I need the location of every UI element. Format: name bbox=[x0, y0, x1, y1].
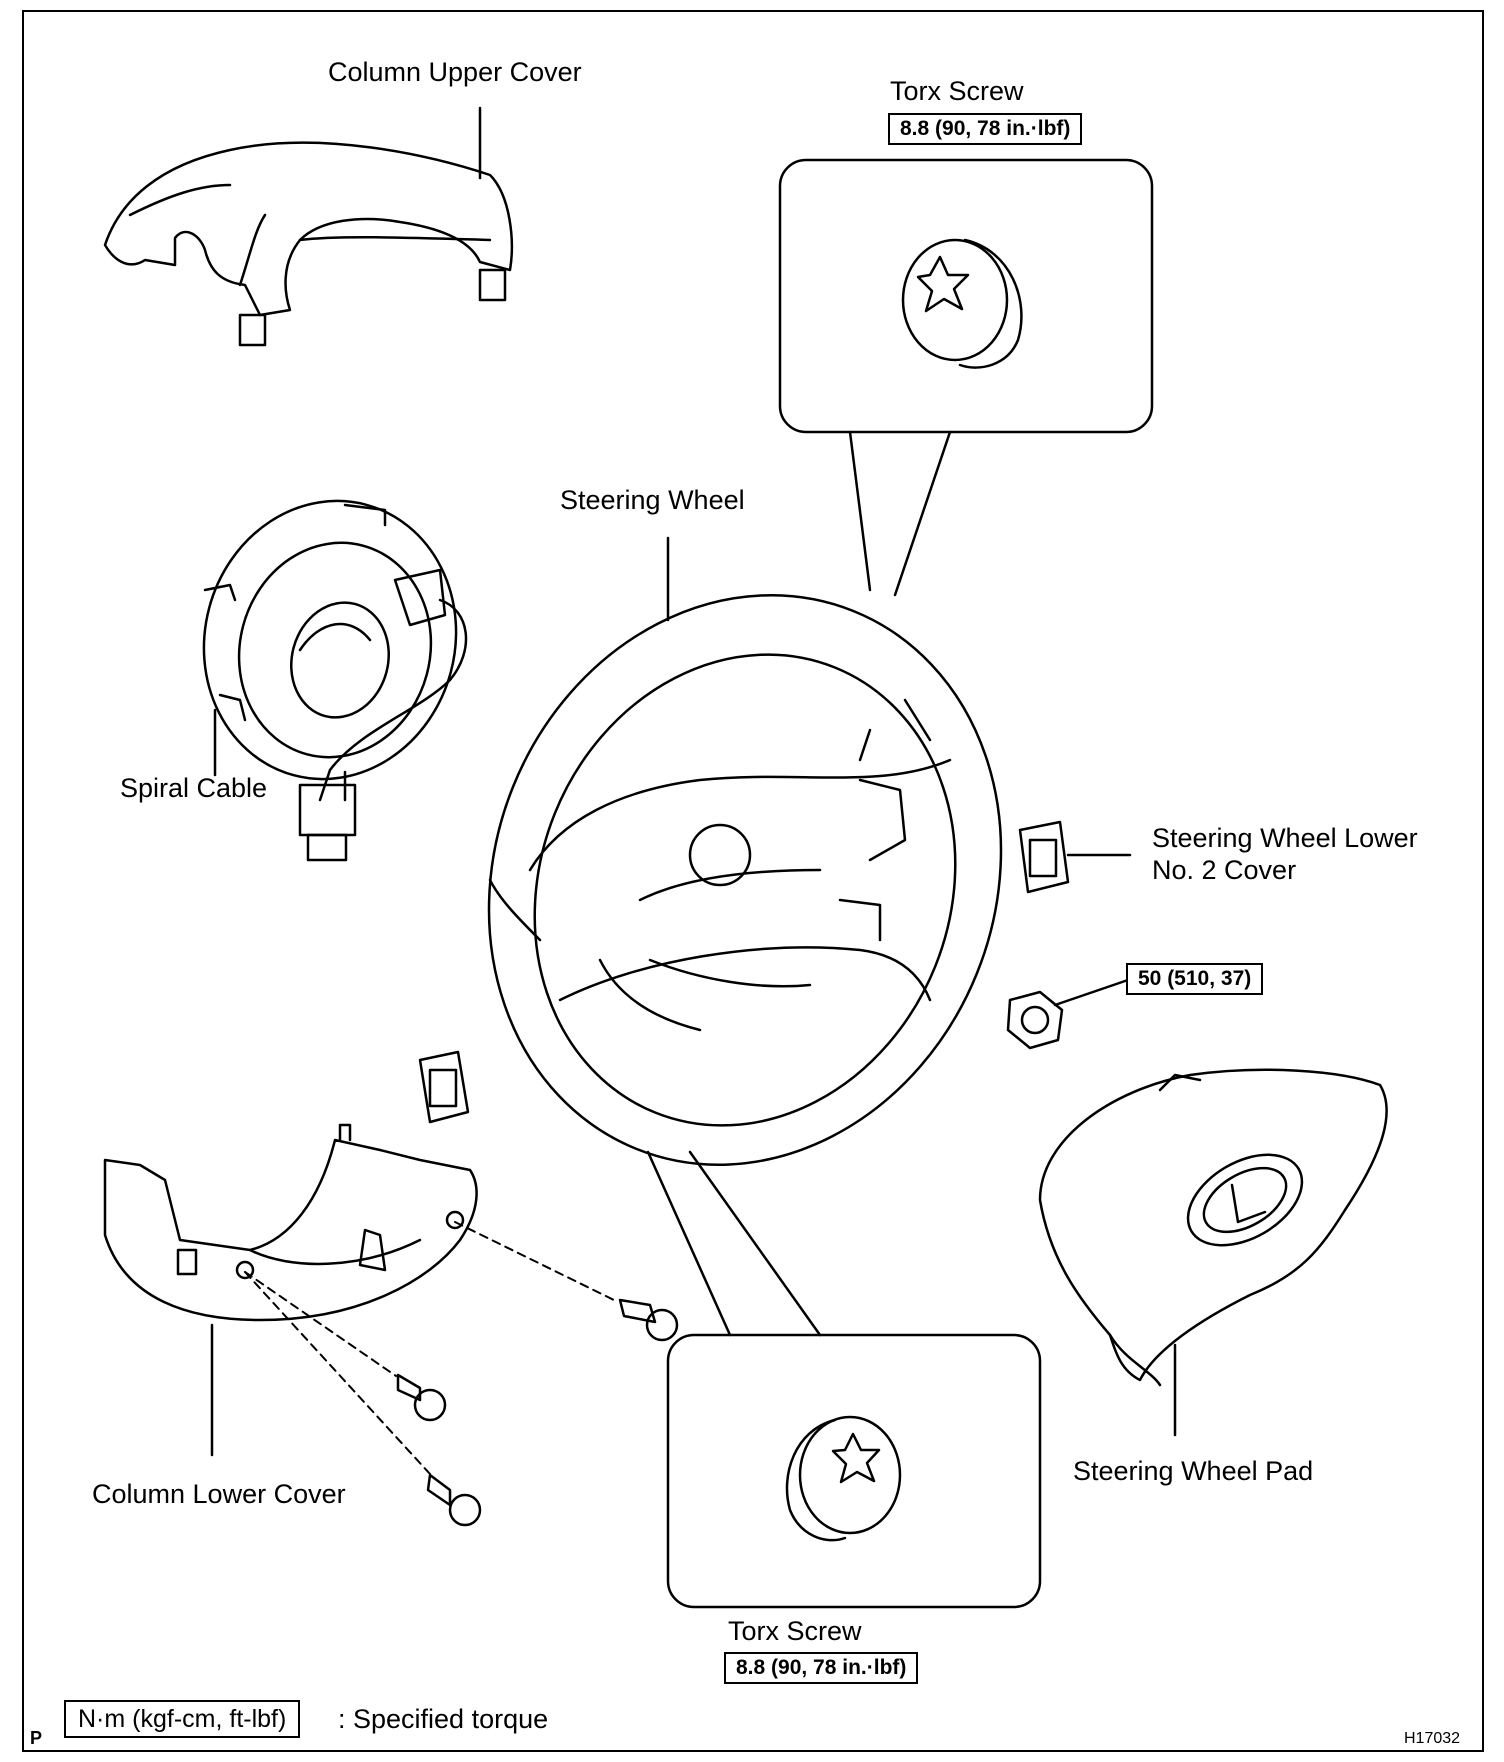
figure-id: H17032 bbox=[1404, 1730, 1461, 1747]
label-lower-no2-cover-line1: Steering Wheel Lower bbox=[1152, 823, 1418, 853]
leader-torx-top bbox=[848, 430, 952, 597]
label-steering-wheel: Steering Wheel bbox=[560, 485, 745, 515]
label-column-lower-cover: Column Lower Cover bbox=[92, 1479, 346, 1509]
label-lower-no2-cover-line2: No. 2 Cover bbox=[1152, 855, 1297, 885]
steering-wheel-pad bbox=[1038, 1068, 1388, 1387]
lower-no2-cover-right bbox=[1018, 820, 1070, 894]
diagram-frame bbox=[22, 10, 1484, 1752]
leader-torx-bottom bbox=[646, 1150, 822, 1337]
spiral-cable bbox=[202, 499, 468, 862]
screws bbox=[396, 1298, 679, 1527]
torx-callout-bottom bbox=[666, 1333, 1042, 1609]
label-torx-screw-bottom: Torx Screw bbox=[728, 1616, 862, 1646]
label-spiral-cable: Spiral Cable bbox=[120, 773, 268, 803]
torque-torx-bottom: 8.8 (90, 78 in.·lbf) bbox=[724, 1652, 919, 1684]
label-column-upper-cover: Column Upper Cover bbox=[328, 57, 582, 87]
column-lower-cover bbox=[103, 1123, 478, 1322]
label-steering-wheel-pad: Steering Wheel Pad bbox=[1073, 1456, 1314, 1486]
legend-torque-box: N·m (kgf-cm, ft-lbf) bbox=[64, 1700, 301, 1738]
legend-description: : Specified torque bbox=[338, 1704, 549, 1734]
leader-nut bbox=[1053, 978, 1130, 1007]
torque-nut: 50 (510, 37) bbox=[1126, 963, 1264, 995]
dashed-guides bbox=[244, 1221, 619, 1475]
label-torx-screw-top: Torx Screw bbox=[890, 76, 1024, 106]
steering-wheel bbox=[487, 594, 1003, 1166]
torx-callout-top bbox=[778, 158, 1154, 434]
torque-torx-top: 8.8 (90, 78 in.·lbf) bbox=[888, 113, 1083, 145]
corner-mark-left: P bbox=[30, 1728, 43, 1748]
lower-no2-cover-left bbox=[418, 1050, 470, 1124]
nut bbox=[1006, 990, 1064, 1050]
column-upper-cover bbox=[103, 141, 514, 347]
